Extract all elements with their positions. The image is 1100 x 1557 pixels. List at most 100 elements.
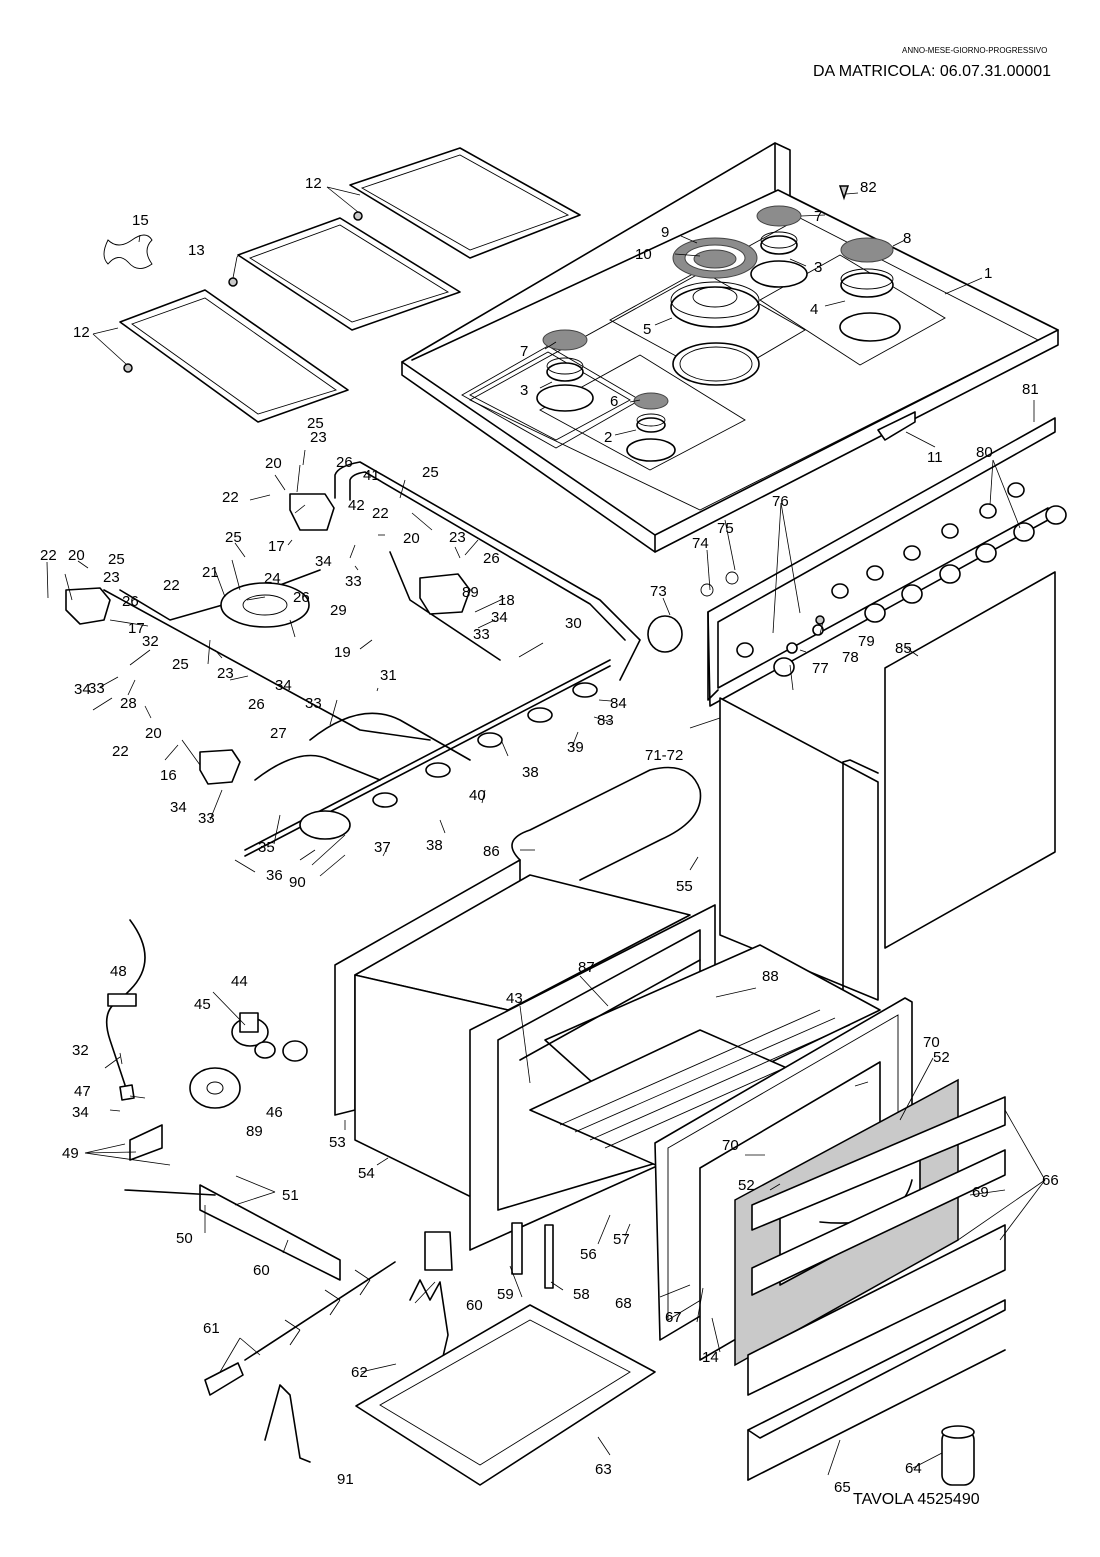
callout-87: 87 (578, 959, 595, 976)
callout-25: 25 (225, 529, 242, 546)
callout-33: 33 (345, 573, 362, 590)
callout-34: 34 (170, 799, 187, 816)
callout-38: 38 (522, 764, 539, 781)
callout-1: 1 (984, 265, 992, 282)
callout-91: 91 (337, 1471, 354, 1488)
callout-48: 48 (110, 963, 127, 980)
callout-42: 42 (348, 497, 365, 514)
pan-supports (103, 147, 581, 423)
burner-caps (542, 205, 894, 410)
callout-7: 7 (814, 208, 822, 225)
callout-12: 12 (305, 175, 322, 192)
callout-49: 49 (62, 1145, 79, 1162)
callout-51: 51 (282, 1187, 299, 1204)
callout-30: 30 (565, 615, 582, 632)
callout-43: 43 (506, 990, 523, 1007)
callout-35: 35 (258, 839, 275, 856)
callout-58: 58 (573, 1286, 590, 1303)
callout-23: 23 (217, 665, 234, 682)
callout-46: 46 (266, 1104, 283, 1121)
callout-15: 15 (132, 212, 149, 229)
callout-79: 79 (858, 633, 875, 650)
callout-67: 67 (665, 1309, 682, 1326)
bracket-11 (877, 411, 916, 441)
callout-32: 32 (142, 633, 159, 650)
callout-22: 22 (163, 577, 180, 594)
callout-69: 69 (972, 1184, 989, 1201)
callout-16: 16 (160, 767, 177, 784)
callout-2: 2 (604, 429, 612, 446)
screw-82 (838, 185, 850, 201)
back-panel (719, 697, 879, 1011)
callout-11: 11 (927, 449, 943, 466)
burner-cap-6 (633, 392, 669, 410)
callout-29: 29 (330, 602, 347, 619)
kickplate-65 (747, 1299, 1006, 1439)
callout-4: 4 (810, 301, 818, 318)
callout-28: 28 (120, 695, 137, 712)
burner-bodies (536, 231, 901, 462)
callout-40: 40 (469, 787, 486, 804)
callout-20: 20 (403, 530, 420, 547)
callout-22: 22 (222, 489, 239, 506)
callout-45: 45 (194, 996, 211, 1013)
callout-23: 23 (103, 569, 120, 586)
callout-labels: 1 2 3 3 4 5 6 7 7 8 9 10 11 12 12 13 14 … (40, 175, 1059, 1496)
callout-63: 63 (595, 1461, 612, 1478)
oven-door (699, 1061, 1006, 1481)
callout-56: 56 (580, 1246, 597, 1263)
valve (477, 732, 503, 748)
callout-14: 14 (702, 1349, 719, 1366)
callout-59: 59 (497, 1286, 514, 1303)
side-panel-85 (884, 571, 1056, 949)
drip-tray-63 (355, 1304, 656, 1486)
callout-7: 7 (520, 343, 528, 360)
callout-50: 50 (176, 1230, 193, 1247)
valve (572, 682, 598, 698)
burner-cap-8 (840, 237, 894, 263)
serial-format-note: ANNO-MESE-GIORNO-PROGRESSIVO (902, 46, 1048, 55)
callout-89: 89 (246, 1123, 263, 1140)
callout-41: 41 (363, 467, 380, 484)
callout-18: 18 (498, 592, 515, 609)
wok-support-15 (103, 234, 153, 269)
callout-26: 26 (248, 696, 265, 713)
callout-70: 70 (923, 1034, 940, 1051)
callout-33: 33 (305, 695, 322, 712)
callout-34: 34 (72, 1104, 89, 1121)
handle-bar-69 (751, 1096, 1006, 1231)
callout-70: 70 (722, 1137, 739, 1154)
callout-64: 64 (905, 1460, 922, 1477)
callout-73: 73 (650, 583, 667, 600)
callout-21: 21 (202, 564, 219, 581)
callout-17: 17 (268, 538, 285, 555)
callout-22: 22 (372, 505, 389, 522)
callout-26: 26 (293, 589, 310, 606)
callout-10: 10 (635, 246, 652, 263)
callout-33: 33 (198, 810, 215, 827)
rotisserie-spit-61 (204, 1261, 396, 1396)
callout-68: 68 (615, 1295, 632, 1312)
oven-valve-36 (299, 810, 351, 840)
callout-25: 25 (172, 656, 189, 673)
callout-34: 34 (315, 553, 332, 570)
callout-75: 75 (717, 520, 734, 537)
hinge-59 (511, 1222, 523, 1275)
callout-37: 37 (374, 839, 391, 856)
knob-bezels (736, 482, 1025, 658)
callout-17: 17 (128, 620, 145, 637)
callout-81: 81 (1022, 381, 1039, 398)
callout-78: 78 (842, 649, 859, 666)
callout-38: 38 (426, 837, 443, 854)
callout-34: 34 (275, 677, 292, 694)
callout-24: 24 (264, 570, 281, 587)
control-knobs (773, 505, 1067, 677)
callout-9: 9 (661, 224, 669, 241)
burner-cap-7-left (542, 329, 588, 351)
callout-25: 25 (108, 551, 125, 568)
callout-33: 33 (473, 626, 490, 643)
callout-90: 90 (289, 874, 306, 891)
callout-23: 23 (310, 429, 327, 446)
callout-47: 47 (74, 1083, 91, 1100)
